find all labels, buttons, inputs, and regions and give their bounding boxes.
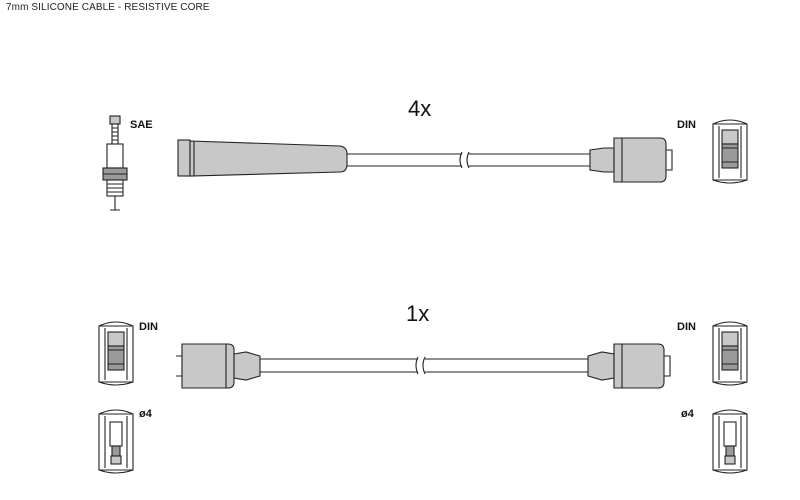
cable2-wire bbox=[260, 356, 588, 375]
cable2-right-boot bbox=[587, 343, 671, 389]
header-title: 7mm SILICONE CABLE - RESISTIVE CORE bbox=[6, 2, 210, 13]
cable2-right-din-connector-icon bbox=[712, 321, 748, 386]
cable2-left-din-connector-icon bbox=[98, 321, 134, 386]
cable2-left-boot bbox=[176, 343, 261, 389]
spark-plug-icon bbox=[102, 115, 128, 211]
variant-left-label: ø4 bbox=[139, 408, 152, 420]
cable2-right-phi4-connector-icon bbox=[712, 409, 748, 474]
cable2-quantity: 1x bbox=[406, 301, 430, 326]
cable1-right-boot bbox=[589, 137, 673, 183]
cable1-quantity: 4x bbox=[408, 96, 432, 121]
cable2-right-label: DIN bbox=[677, 321, 696, 333]
cable2-left-label: DIN bbox=[139, 321, 158, 333]
cable1-left-boot bbox=[177, 139, 348, 177]
cable1-right-label: DIN bbox=[677, 119, 696, 131]
cable1-left-label: SAE bbox=[130, 119, 153, 131]
cable2-left-phi4-connector-icon bbox=[98, 409, 134, 474]
cable1-wire bbox=[347, 151, 590, 169]
cable1-din-connector-icon bbox=[712, 119, 748, 184]
variant-right-label: ø4 bbox=[681, 408, 694, 420]
